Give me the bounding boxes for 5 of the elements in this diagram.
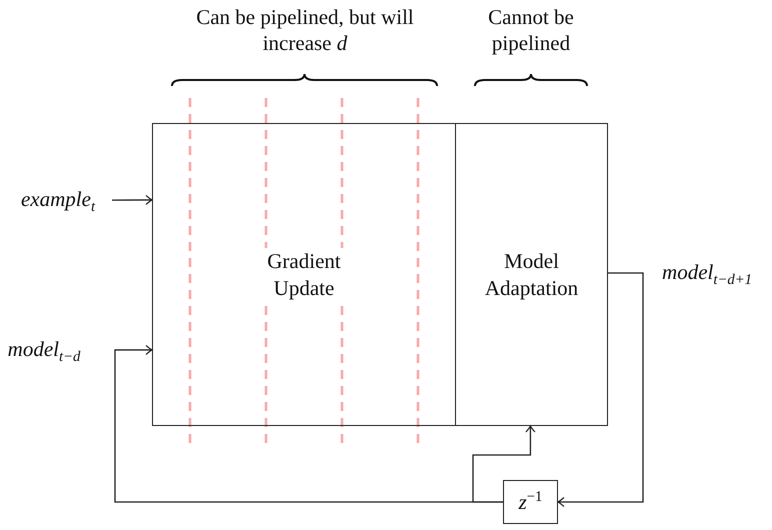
process-box xyxy=(455,123,608,426)
process-box xyxy=(152,123,456,426)
annotation-text: Can be pipelined, but will increase d xyxy=(195,4,415,56)
annotation-text: Cannot be pipelined xyxy=(487,4,575,56)
delay-box xyxy=(503,480,558,524)
